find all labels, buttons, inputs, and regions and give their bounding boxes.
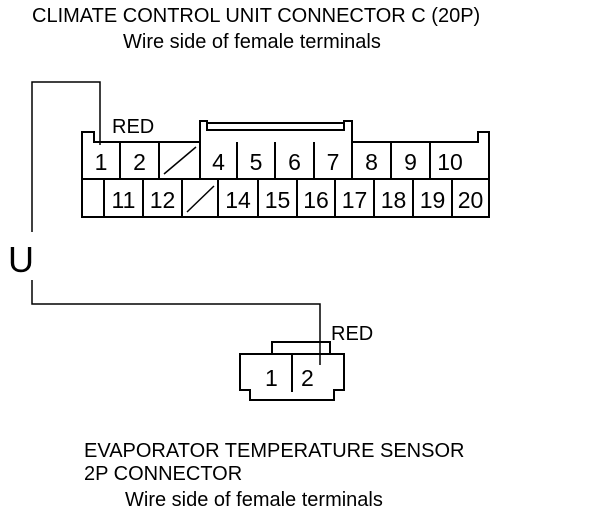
terminal-11: 11 — [112, 187, 136, 213]
sensor-connector-title-line1: EVAPORATOR TEMPERATURE SENSOR — [84, 440, 465, 462]
terminal-15: 15 — [265, 187, 291, 213]
terminal-19: 19 — [420, 187, 446, 213]
sensor-connector: 1 2 RED — [239, 323, 373, 401]
terminal-10: 10 — [437, 149, 463, 175]
sensor-connector-outline — [239, 341, 345, 401]
terminal-12: 12 — [150, 187, 176, 213]
terminal-1: 1 — [95, 149, 108, 175]
terminal-4: 4 — [212, 149, 225, 175]
empty-cavity-slash — [163, 146, 197, 175]
sensor-connector-title-line2: 2P CONNECTOR — [84, 463, 243, 485]
continuity-symbol: U — [8, 239, 34, 280]
wire-color-label: RED — [112, 116, 154, 138]
test-wire-lower — [31, 280, 321, 365]
terminal-6: 6 — [288, 149, 301, 175]
terminal-7: 7 — [327, 149, 340, 175]
sensor-pin-2: 2 — [301, 365, 314, 391]
sensor-wire-color-label: RED — [331, 323, 373, 345]
sensor-connector-subtitle: Wire side of female terminals — [125, 489, 383, 511]
test-wire — [31, 81, 101, 232]
terminal-17: 17 — [342, 187, 368, 213]
terminal-18: 18 — [381, 187, 407, 213]
terminal-5: 5 — [250, 149, 263, 175]
terminal-8: 8 — [365, 149, 378, 175]
connector-c-subtitle: Wire side of female terminals — [123, 31, 381, 53]
terminal-9: 9 — [404, 149, 417, 175]
terminal-16: 16 — [303, 187, 329, 213]
empty-cavity-slash — [186, 185, 215, 213]
connector-c-title: CLIMATE CONTROL UNIT CONNECTOR C (20P) — [32, 5, 481, 27]
terminal-2: 2 — [133, 149, 146, 175]
connector-c-lock-tab — [206, 122, 345, 131]
terminal-14: 14 — [225, 187, 251, 213]
terminal-20: 20 — [458, 187, 484, 213]
sensor-pin-1: 1 — [265, 365, 278, 391]
